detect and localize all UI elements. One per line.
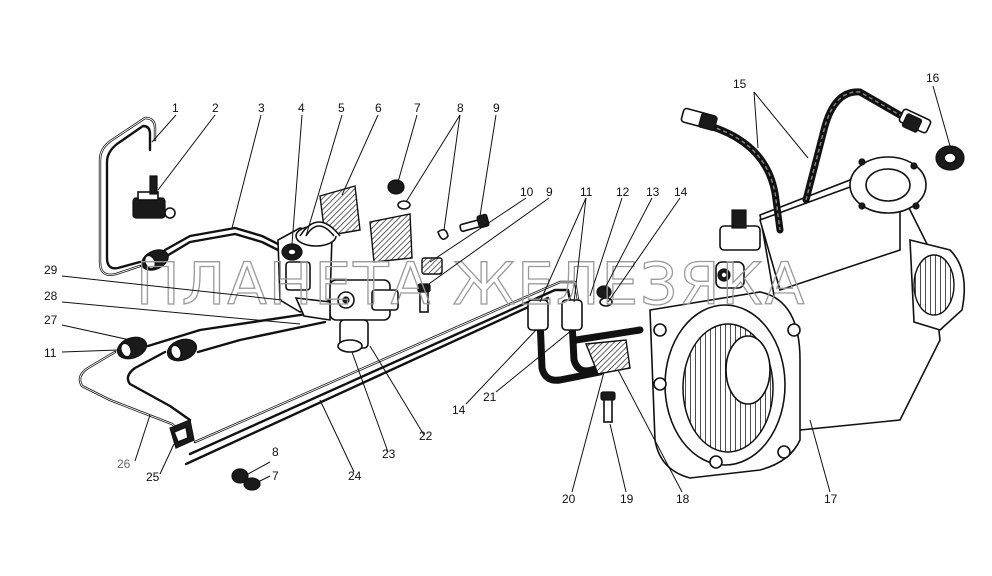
callout-26: 26 bbox=[117, 457, 131, 471]
callout-23: 23 bbox=[382, 447, 396, 461]
callout-3: 3 bbox=[258, 101, 265, 115]
callout-9-top: 9 bbox=[493, 101, 500, 115]
callout-29: 29 bbox=[44, 263, 58, 277]
callout-11-left: 11 bbox=[44, 346, 57, 360]
callout-12: 12 bbox=[616, 185, 630, 199]
callout-15: 15 bbox=[733, 77, 747, 91]
callout-13: 13 bbox=[646, 185, 660, 199]
callout-6: 6 bbox=[375, 101, 382, 115]
callout-2: 2 bbox=[212, 101, 219, 115]
leader-lines bbox=[61, 85, 951, 493]
callout-22: 22 bbox=[419, 429, 433, 443]
callout-9-mid: 9 bbox=[546, 185, 553, 199]
callout-8-bottom: 8 bbox=[272, 445, 279, 459]
pipe-loop-left bbox=[98, 116, 157, 276]
hose-15 bbox=[680, 88, 932, 234]
valve-assembly bbox=[277, 185, 413, 353]
callout-7-top: 7 bbox=[414, 101, 421, 115]
fasteners-bottom bbox=[231, 468, 261, 491]
pressure-switch bbox=[132, 175, 176, 219]
callout-10: 10 bbox=[520, 185, 534, 199]
callout-18: 18 bbox=[676, 492, 690, 506]
callout-20: 20 bbox=[562, 492, 576, 506]
callout-5: 5 bbox=[338, 101, 345, 115]
clutch-housing bbox=[649, 156, 966, 479]
callout-11-top: 11 bbox=[580, 185, 593, 199]
callout-17: 17 bbox=[824, 492, 838, 506]
callout-1: 1 bbox=[172, 101, 179, 115]
watermark-text: ПЛАНЕТА ЖЕЛЕЗЯКА bbox=[136, 250, 806, 318]
hose-middle bbox=[527, 285, 644, 384]
callout-16: 16 bbox=[926, 71, 940, 85]
callout-7-bottom: 7 bbox=[272, 469, 279, 483]
callout-24: 24 bbox=[348, 469, 362, 483]
callout-14-bottom: 14 bbox=[452, 403, 466, 417]
connector-18 bbox=[585, 339, 631, 423]
pipe-clip bbox=[169, 419, 195, 449]
callout-21: 21 bbox=[483, 390, 497, 404]
callout-4: 4 bbox=[298, 101, 305, 115]
callout-labels: 1 2 3 4 5 6 7 8 9 10 9 11 12 13 14 15 16… bbox=[44, 71, 940, 506]
callout-8-top: 8 bbox=[457, 101, 464, 115]
callout-28: 28 bbox=[44, 289, 58, 303]
pipe-3 bbox=[163, 226, 280, 259]
union-16 bbox=[935, 145, 965, 171]
callout-14-top: 14 bbox=[674, 185, 688, 199]
callout-19: 19 bbox=[620, 492, 634, 506]
pipe-lower-loop bbox=[78, 310, 327, 434]
pipe-union-11 bbox=[116, 336, 198, 362]
pipe-union-left bbox=[141, 249, 169, 271]
callout-27: 27 bbox=[44, 313, 58, 327]
callout-25: 25 bbox=[146, 470, 160, 484]
